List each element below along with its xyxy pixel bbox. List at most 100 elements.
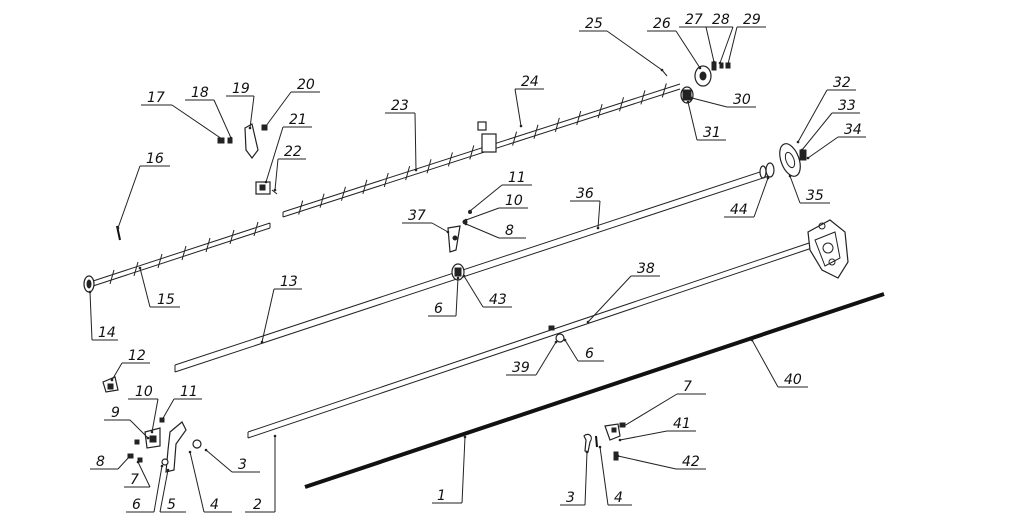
- callout-leader: [431, 222, 449, 233]
- shaft-fin: [205, 237, 211, 253]
- callout-36: 36: [576, 186, 594, 202]
- callout-dot: [796, 140, 800, 144]
- callout-1: 1: [437, 488, 446, 504]
- callout-11: 11: [508, 170, 526, 186]
- callout-leader: [137, 461, 151, 488]
- sprocket-part-32: [759, 143, 807, 179]
- callout-leader: [161, 398, 175, 421]
- shaft-fin: [133, 261, 139, 277]
- callout-dot: [166, 468, 170, 472]
- callout-dot: [220, 137, 224, 141]
- clamp-part-39: [548, 325, 565, 343]
- callout-dot: [464, 218, 468, 222]
- callout-31: 31: [703, 125, 721, 141]
- callout-dot: [150, 430, 154, 434]
- callout-leader: [461, 436, 466, 504]
- shaft-fin: [469, 145, 475, 160]
- callout-10: 10: [505, 193, 523, 209]
- callout-dot: [686, 100, 690, 104]
- callout-dot: [698, 66, 702, 70]
- callout-leader: [117, 165, 141, 229]
- callout-dot: [160, 418, 164, 422]
- callout-dot: [88, 290, 92, 294]
- callout-dot: [138, 266, 142, 270]
- callout-dot: [468, 209, 472, 213]
- callout-leader: [801, 112, 833, 151]
- callout-dot: [690, 96, 694, 100]
- callout-26: 26: [653, 16, 671, 32]
- callout-dot: [712, 60, 716, 64]
- callout-6: 6: [585, 346, 594, 362]
- callout-dot: [464, 222, 468, 226]
- callout-dot: [616, 454, 620, 458]
- leader-lines: [88, 26, 866, 513]
- callout-leader: [619, 430, 668, 441]
- callout-dot: [462, 274, 466, 278]
- callout-dot: [229, 136, 233, 140]
- callout-dot: [116, 226, 120, 230]
- shaft-fin: [405, 165, 411, 181]
- callout-dot: [800, 148, 804, 152]
- callout-42: 42: [682, 454, 700, 470]
- callout-43: 43: [489, 292, 507, 308]
- shaft-fin: [298, 200, 304, 215]
- callout-dot: [128, 454, 132, 458]
- callout-8: 8: [96, 454, 105, 470]
- callout-7: 7: [683, 379, 692, 395]
- callout-dot: [446, 230, 450, 234]
- callout-dot: [273, 434, 277, 438]
- callout-dot: [146, 436, 150, 440]
- callout-leader: [465, 207, 500, 221]
- callout-leader: [265, 91, 292, 127]
- callout-leader: [129, 419, 149, 439]
- shaft-fin: [533, 124, 539, 139]
- gearbox-part: [807, 219, 849, 279]
- callout-dot: [463, 435, 467, 439]
- callout-leader: [463, 275, 484, 308]
- callout-leader: [797, 89, 828, 143]
- callout-leader: [205, 449, 233, 473]
- callout-leader: [623, 393, 678, 427]
- lower-left-cluster: [102, 376, 202, 473]
- callout-leader: [535, 341, 557, 376]
- callout-leader: [455, 277, 459, 317]
- callout-leader: [705, 26, 715, 63]
- callout-21: 21: [289, 112, 307, 128]
- callout-dot: [660, 68, 664, 72]
- callout-25: 25: [585, 16, 603, 32]
- callout-leader: [249, 95, 255, 129]
- callout-38: 38: [637, 261, 655, 277]
- callout-leader: [89, 291, 93, 341]
- callout-19: 19: [232, 81, 250, 97]
- shaft-fin: [362, 179, 368, 195]
- shaft-fin: [619, 97, 625, 112]
- callout-leader: [753, 177, 769, 218]
- callout-leader: [584, 451, 588, 506]
- callout-4: 4: [614, 490, 623, 506]
- end-cap-part-14: [83, 275, 95, 293]
- callout-dot: [204, 448, 208, 452]
- callout-leader: [789, 175, 801, 204]
- shaft-fin: [109, 269, 115, 285]
- shaft-fin: [576, 110, 582, 126]
- callout-8: 8: [505, 223, 514, 239]
- callout-dot: [260, 340, 264, 344]
- callout-12: 12: [128, 348, 146, 364]
- callout-leader: [261, 288, 275, 343]
- shaft-fin: [447, 152, 453, 167]
- callout-dot: [618, 438, 622, 442]
- callout-leader: [139, 267, 151, 308]
- shaft-fin: [640, 90, 646, 105]
- callout-35: 35: [806, 188, 824, 204]
- callout-dot: [766, 176, 770, 180]
- callout-leader: [171, 104, 223, 140]
- callout-dot: [136, 460, 140, 464]
- shaft-fin: [661, 83, 667, 98]
- shaft-fin: [253, 221, 259, 237]
- callout-37: 37: [408, 208, 426, 224]
- callout-29: 29: [743, 12, 761, 28]
- callout-leader: [465, 223, 500, 239]
- callout-dot: [273, 188, 277, 192]
